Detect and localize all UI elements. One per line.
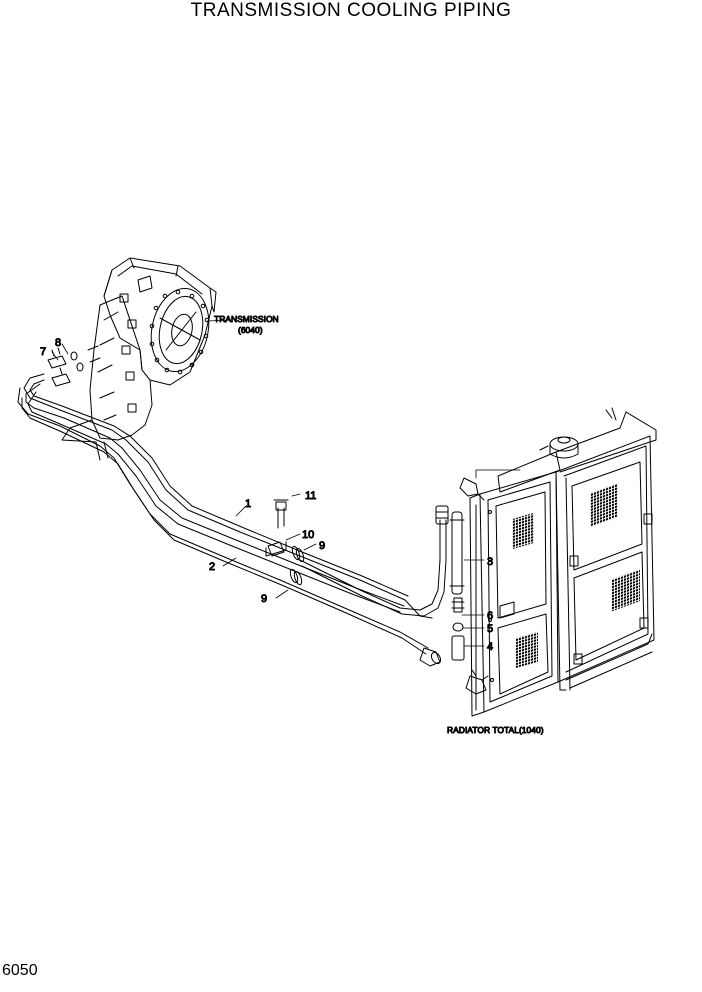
part-label-8: 8 bbox=[55, 337, 61, 349]
part-label-9-upper: 9 bbox=[319, 540, 325, 552]
part-label-2: 2 bbox=[209, 561, 215, 573]
cooler-lines bbox=[17, 373, 449, 667]
page-title: TRANSMISSION COOLING PIPING bbox=[190, 0, 512, 21]
part-label-7: 7 bbox=[40, 346, 46, 358]
part-label-10: 10 bbox=[302, 529, 314, 541]
part-label-3: 3 bbox=[487, 556, 493, 568]
radiator-assembly bbox=[469, 407, 657, 717]
part-label-1: 1 bbox=[245, 498, 251, 510]
part-label-6: 6 bbox=[487, 610, 493, 622]
radiator-label: RADIATOR TOTAL(1040) bbox=[447, 725, 544, 735]
transmission-ref-label: (6040) bbox=[238, 325, 263, 335]
transmission-housing bbox=[61, 257, 217, 461]
part-label-5: 5 bbox=[487, 623, 493, 635]
pipe-clamps bbox=[265, 499, 305, 586]
part-label-11: 11 bbox=[305, 490, 316, 502]
radiator-fittings bbox=[449, 477, 489, 695]
leader-lines bbox=[51, 319, 521, 647]
part-label-4: 4 bbox=[487, 641, 493, 653]
transmission-label: TRANSMISSION bbox=[214, 314, 279, 324]
page-number: 6050 bbox=[2, 962, 38, 979]
part-label-9-lower: 9 bbox=[261, 593, 267, 605]
